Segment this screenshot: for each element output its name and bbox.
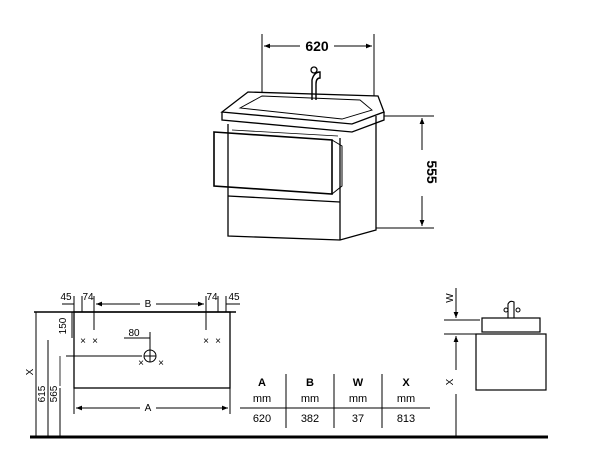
cabinet-front-rect	[73, 311, 231, 389]
cross-mark-5: ×	[138, 358, 144, 369]
table-value-b: 382	[301, 413, 319, 425]
table-unit-b: mm	[301, 393, 319, 405]
dim-150-label: 150	[58, 317, 69, 334]
table-value-x: 813	[397, 413, 415, 425]
dimension-table	[240, 374, 430, 428]
width-dimension	[261, 34, 375, 96]
dim-80-label: 80	[128, 328, 140, 339]
table-unit-a: mm	[253, 393, 271, 405]
cross-mark-1: ×	[80, 336, 86, 347]
dim-565-label: 565	[49, 385, 60, 402]
dim-74-right: 74	[206, 292, 218, 303]
cross-mark-6: ×	[158, 358, 164, 369]
table-header-a: A	[258, 377, 266, 389]
drawer-bottom-line	[227, 195, 341, 203]
cross-mark-4: ×	[215, 336, 221, 347]
basin-side-rect	[481, 317, 541, 333]
side-view	[444, 288, 547, 436]
height-dimension	[376, 115, 434, 229]
faucet-icon	[311, 71, 321, 100]
table-unit-w: mm	[349, 393, 367, 405]
dim-a-label: A	[145, 403, 152, 414]
front-view	[34, 296, 240, 436]
basin-top	[220, 91, 385, 125]
drawer-top	[213, 131, 333, 195]
cross-mark-3: ×	[203, 336, 209, 347]
table-header-b: B	[306, 377, 314, 389]
faucet-knob-icon	[310, 66, 318, 74]
width-620-label: 620	[305, 38, 329, 54]
side-faucet-icon	[507, 300, 515, 318]
dim-74-left: 74	[82, 292, 94, 303]
table-header-x: X	[402, 377, 410, 389]
dim-x-right-label: X	[445, 378, 456, 385]
dim-b-label: B	[145, 299, 152, 310]
dim-615-label: 615	[37, 385, 48, 402]
dim-w-label: W	[445, 293, 456, 303]
basin-bowl	[238, 95, 373, 120]
table-value-w: 37	[352, 413, 364, 425]
height-555-label: 555	[424, 160, 440, 184]
vanity-3d-view	[213, 66, 385, 241]
cabinet-side-rect	[475, 333, 547, 391]
dim-45-left: 45	[60, 292, 72, 303]
table-header-w: W	[353, 377, 364, 389]
basin-lip	[221, 112, 385, 133]
table-value-a: 620	[253, 413, 271, 425]
dim-x-left-label: X	[25, 368, 36, 375]
cross-mark-2: ×	[92, 336, 98, 347]
table-unit-x: mm	[397, 393, 415, 405]
dim-45-right: 45	[228, 292, 240, 303]
